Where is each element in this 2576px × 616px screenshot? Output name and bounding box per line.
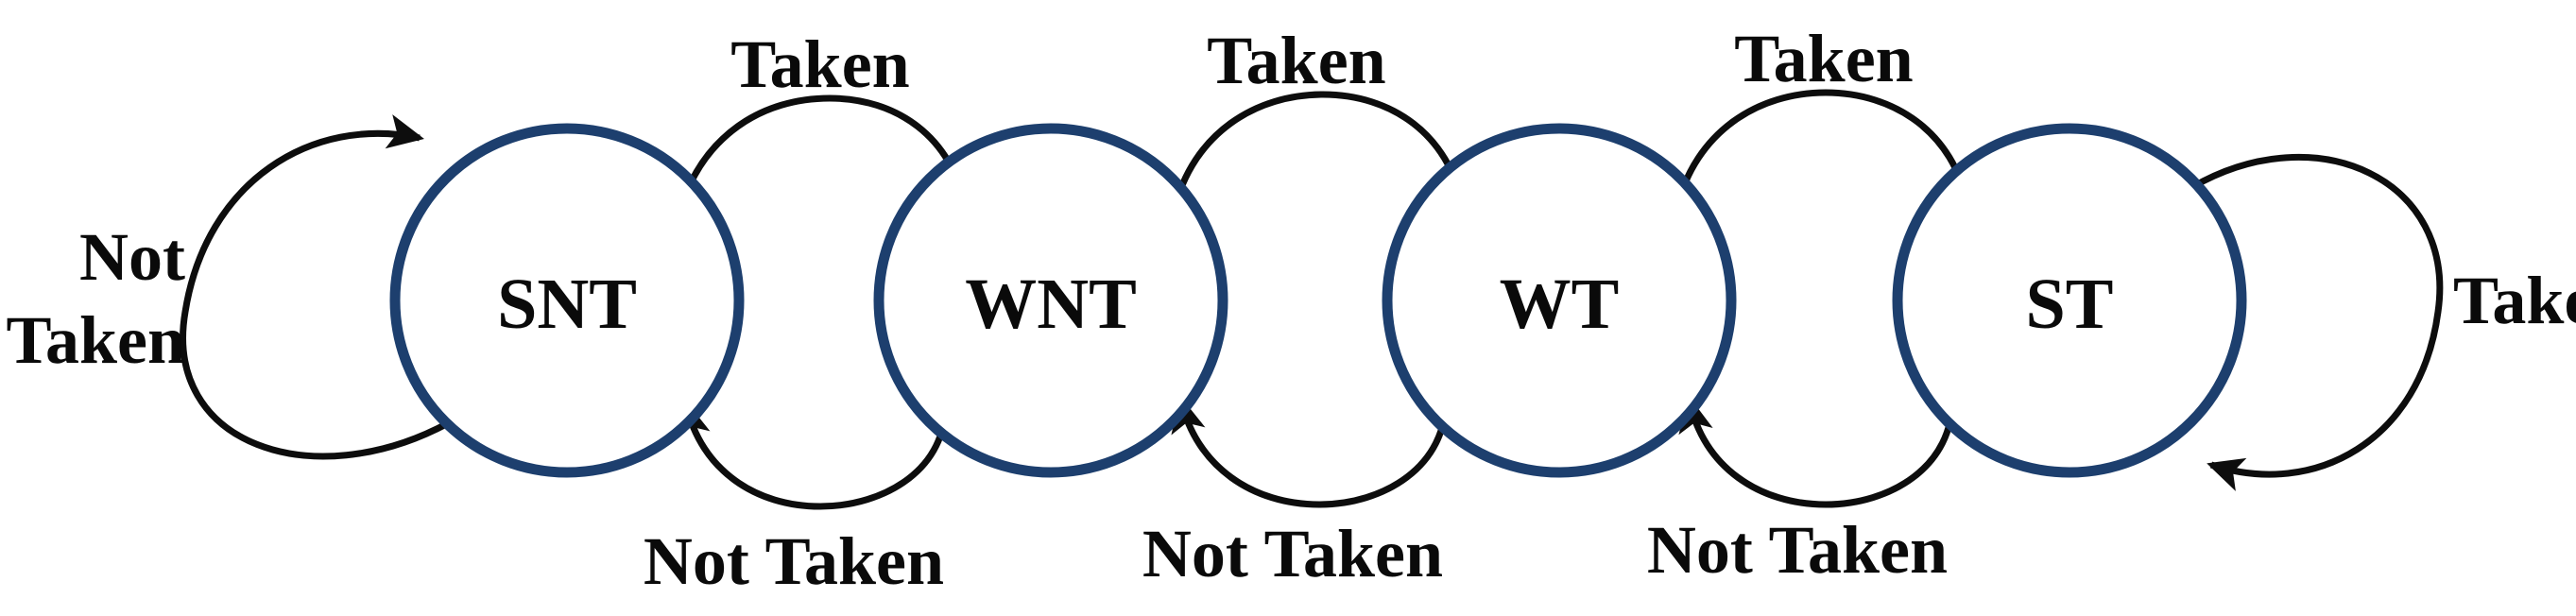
state-label-st: ST	[2026, 265, 2114, 344]
state-circle-wt[interactable]	[1382, 123, 1737, 478]
transition-wnt-to-wt-taken	[1170, 91, 1475, 213]
state-node-st[interactable]: ST	[1892, 123, 2247, 478]
transition-wt-to-wnt-arc	[1171, 396, 1450, 508]
state-label-wt: WT	[1500, 265, 1620, 344]
transition-st-self-taken	[2190, 153, 2444, 491]
state-label-wnt: WNT	[965, 265, 1137, 344]
state-node-snt[interactable]: SNT	[389, 123, 745, 478]
transition-wnt-to-snt-not-taken	[676, 400, 949, 510]
state-label-snt: SNT	[497, 265, 637, 344]
transition-snt-self-arc	[180, 114, 450, 460]
edge-label-not-taken-wnt-snt: Not Taken	[644, 523, 944, 599]
edge-label-not-taken-wt-wnt: Not Taken	[1142, 516, 1443, 591]
transition-snt-self-not-taken	[180, 114, 450, 460]
transition-snt-to-wnt-arc	[675, 94, 978, 216]
state-circle-wnt[interactable]	[873, 123, 1228, 478]
transition-st-to-wt-arc	[1678, 396, 1956, 508]
transition-wt-to-st-arc	[1673, 89, 1980, 211]
transition-wt-to-wnt-not-taken	[1171, 396, 1450, 508]
edge-label-taken-wt-st: Taken	[1734, 21, 1913, 96]
transition-st-to-wt-not-taken	[1678, 396, 1956, 508]
transition-wnt-to-wt-arc	[1170, 91, 1475, 213]
transition-wt-to-st-taken	[1673, 89, 1980, 211]
edge-label-snt-self-line1: Not	[79, 219, 185, 295]
edge-label-taken-wnt-wt: Taken	[1207, 23, 1385, 98]
transition-snt-to-wnt-taken	[675, 94, 978, 216]
edge-label-snt-self-line2: Taken	[7, 302, 185, 378]
edge-label-taken-snt-wnt: Taken	[730, 26, 909, 102]
edge-label-taken-st-self: Taken	[2453, 263, 2576, 338]
state-circle-st[interactable]	[1892, 123, 2247, 478]
transition-wnt-to-snt-arc	[676, 400, 949, 510]
edge-label-not-taken-st-wt: Not Taken	[1647, 512, 1948, 588]
state-circle-snt[interactable]	[389, 123, 745, 478]
transition-st-self-arc	[2190, 153, 2444, 491]
state-node-wnt[interactable]: WNT	[873, 123, 1228, 478]
state-node-wt[interactable]: WT	[1382, 123, 1737, 478]
